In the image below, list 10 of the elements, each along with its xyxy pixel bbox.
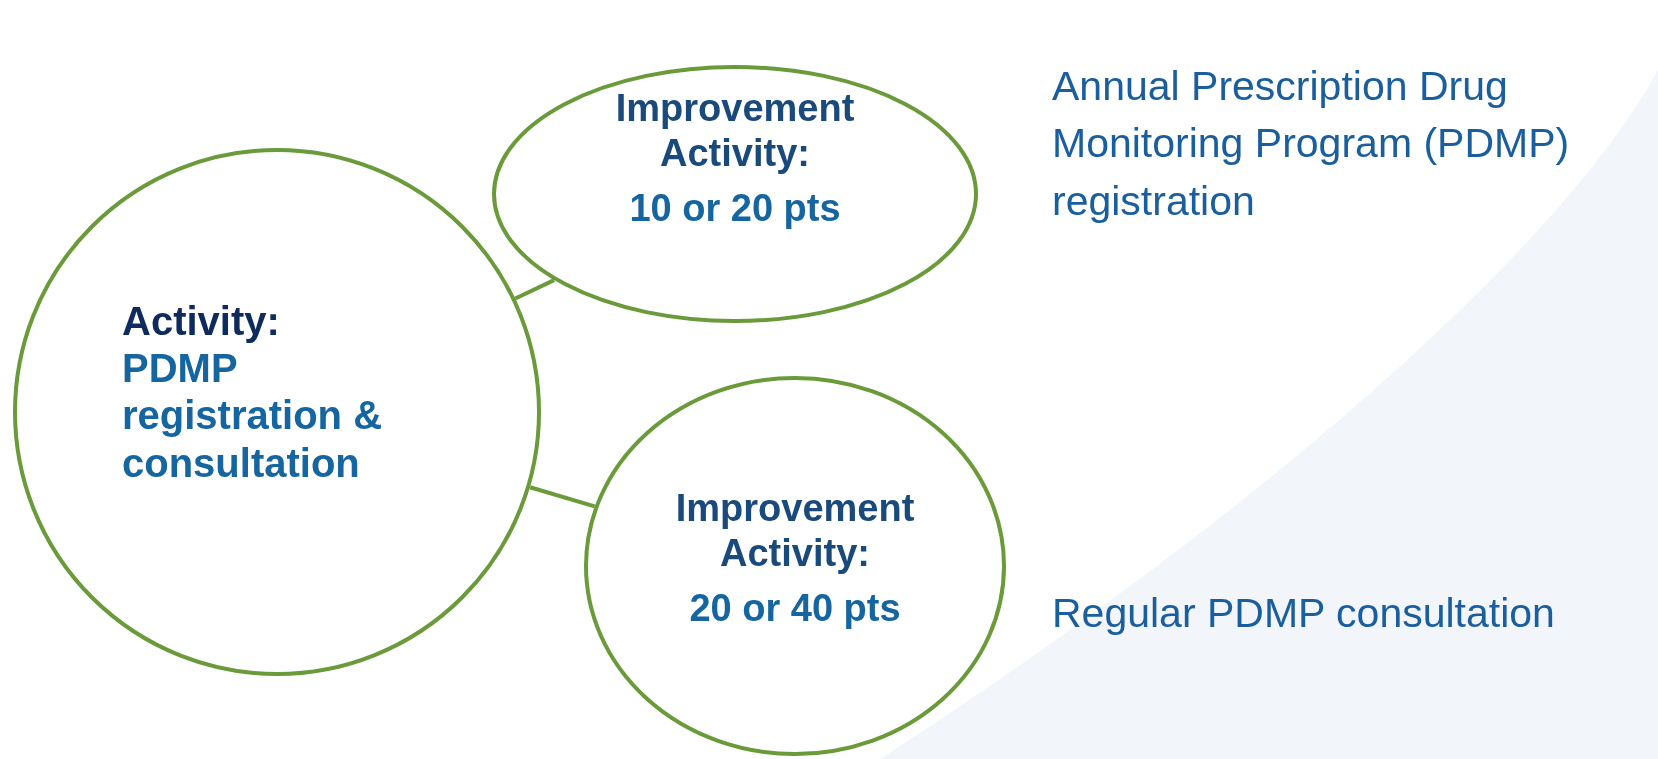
node-heading: Improvement Activity:: [674, 486, 916, 576]
node-heading: Activity:: [122, 298, 281, 345]
connector-line: [529, 485, 596, 509]
connector-line: [514, 278, 555, 301]
node-text: 20 or 40 pts: [688, 585, 902, 631]
node-text: PDMP registration & consultation: [122, 345, 384, 487]
node-heading: Improvement Activity:: [614, 86, 856, 176]
activity-description: Regular PDMP consultation: [1052, 589, 1556, 638]
node-text: 10 or 20 pts: [628, 185, 842, 231]
activity-description: Annual Prescription Drug Monitoring Program (PDMP) registration: [1052, 62, 1571, 226]
